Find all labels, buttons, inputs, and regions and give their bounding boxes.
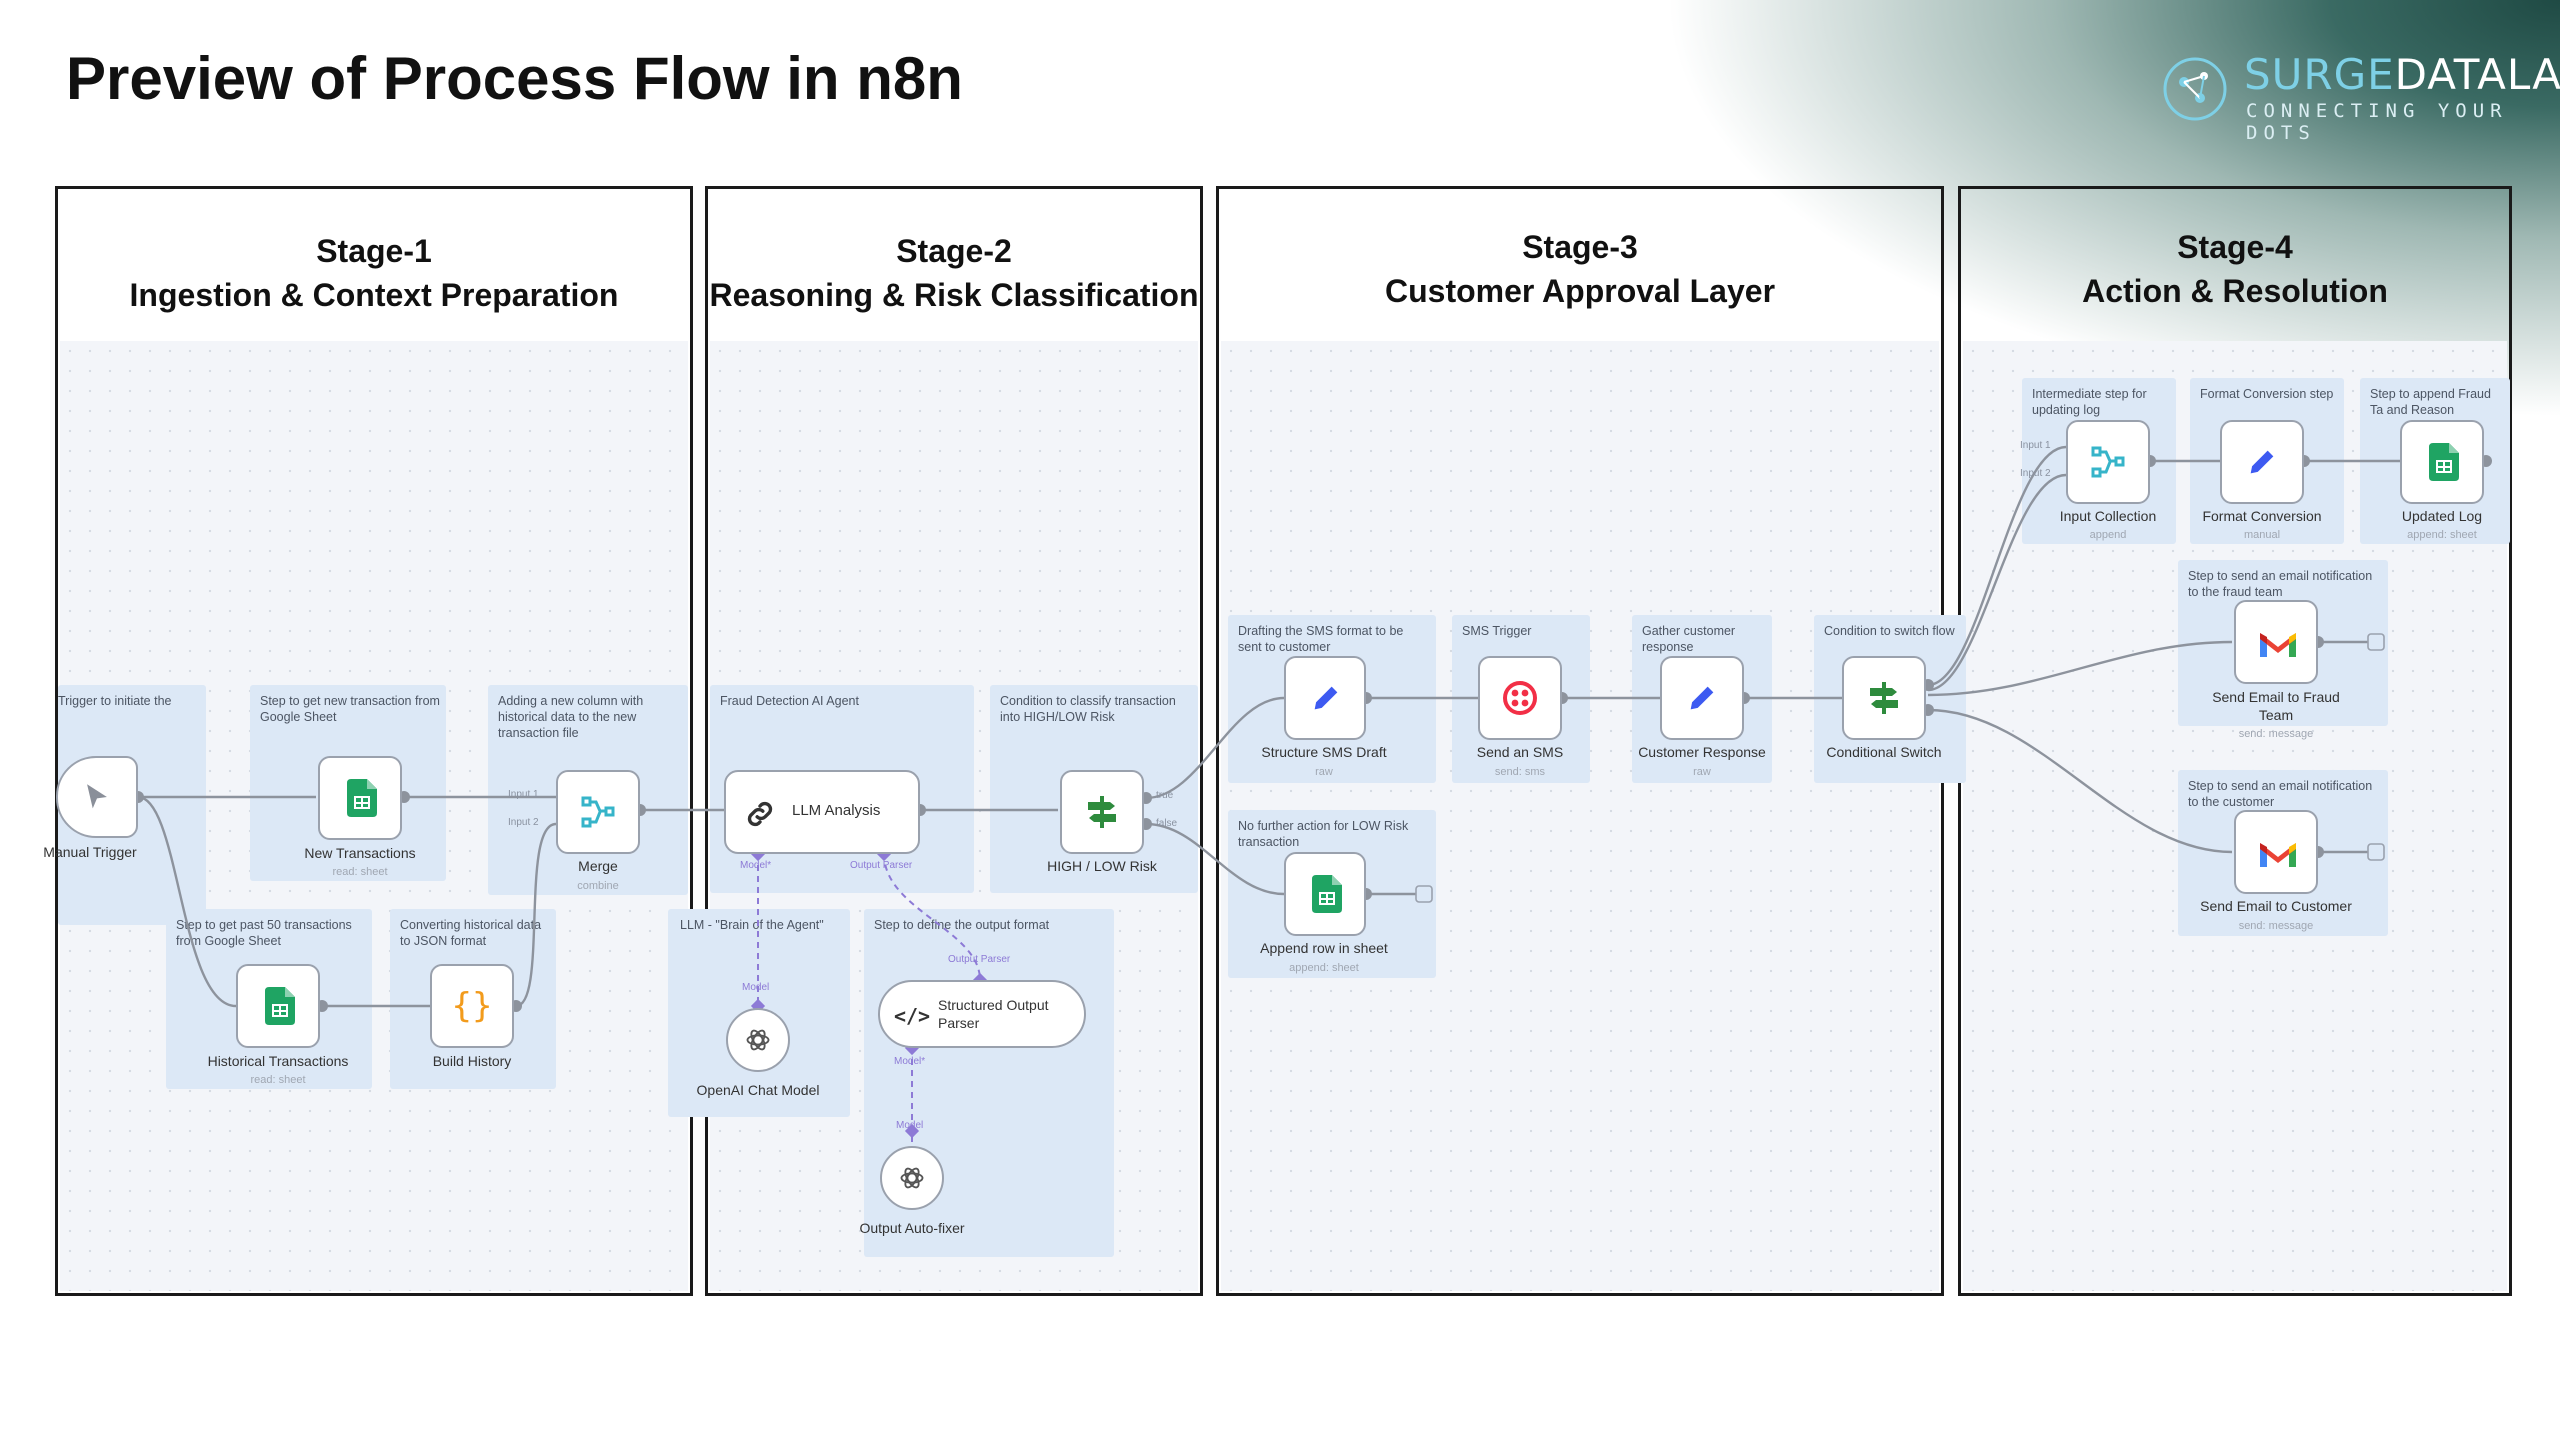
merge-input-2-label: Input 2 — [508, 817, 539, 828]
google-sheets-icon — [1306, 872, 1348, 916]
append-row-label: Append row in sheet — [1260, 940, 1388, 956]
customer-response-sub: raw — [1693, 766, 1711, 778]
historical-transactions-sub: read: sheet — [250, 1074, 306, 1086]
email-customer-sub: send: message — [2238, 920, 2314, 932]
merge-label: Merge — [578, 858, 618, 874]
risk-true-label: true — [1156, 790, 1174, 801]
new-transactions-node[interactable] — [318, 756, 402, 840]
email-customer-label: Send Email to Customer — [2200, 898, 2352, 914]
format-conversion-label: Format Conversion — [2202, 508, 2322, 524]
llm-model-port-label: Model* — [740, 860, 772, 871]
input-collection-sub: append — [2089, 529, 2127, 541]
structured-output-parser-label: Structured Output Parser — [938, 997, 1049, 1031]
send-sms-label: Send an SMS — [1476, 744, 1564, 760]
email-fraud-team-node[interactable] — [2234, 600, 2318, 684]
pen-icon — [2240, 440, 2284, 484]
historical-transactions-node[interactable] — [236, 964, 320, 1048]
logo-dots-icon — [2163, 57, 2227, 121]
logo: SURGEDATALAB CONNECTING YOUR DOTS — [2160, 48, 2560, 144]
openai-logo-icon — [896, 1162, 928, 1194]
email-fraud-team-sub: send: message — [2238, 728, 2314, 740]
llm-analysis-node[interactable]: LLM Analysis — [724, 770, 920, 854]
customer-response-node[interactable] — [1660, 656, 1744, 740]
output-autofixer-label: Output Auto-fixer — [859, 1220, 965, 1236]
link-chain-icon — [740, 794, 780, 834]
append-row-sub: append: sheet — [1289, 962, 1359, 974]
merge-icon — [2086, 440, 2130, 484]
structure-sms-draft-node[interactable] — [1284, 656, 1366, 740]
input-collection-node[interactable] — [2066, 420, 2150, 504]
signpost-icon — [1080, 790, 1124, 834]
google-sheets-icon — [340, 776, 384, 820]
send-sms-node[interactable] — [1478, 656, 1562, 740]
note-new-transactions: Step to get new transaction from Google … — [250, 685, 446, 881]
twilio-icon — [1500, 678, 1540, 718]
gmail-icon — [2254, 834, 2302, 874]
merge-input-1-label: Input 1 — [508, 789, 539, 800]
logo-name: SURGEDATALAB — [2244, 50, 2560, 99]
google-sheets-icon — [2422, 440, 2466, 484]
structure-sms-draft-label: Structure SMS Draft — [1261, 744, 1387, 760]
updated-log-label: Updated Log — [2401, 508, 2483, 524]
page-title: Preview of Process Flow in n8n — [66, 45, 963, 112]
risk-switch-label: HIGH / LOW Risk — [1047, 858, 1157, 874]
openai-chat-model-node[interactable] — [726, 1008, 790, 1072]
code-icon: </> — [893, 1004, 931, 1028]
risk-false-label: false — [1156, 818, 1178, 829]
new-transactions-sub: read: sheet — [332, 866, 388, 878]
build-history-node[interactable]: {} — [430, 964, 514, 1048]
updated-log-node[interactable] — [2400, 420, 2484, 504]
openai-port-label: Model — [742, 982, 770, 993]
parser-model-port-label: Model* — [894, 1056, 926, 1067]
manual-trigger-node[interactable] — [56, 756, 138, 838]
output-autofixer-node[interactable] — [880, 1146, 944, 1210]
merge-node[interactable] — [556, 770, 640, 854]
llm-parser-port-label: Output Parser — [850, 860, 913, 871]
customer-response-label: Customer Response — [1638, 744, 1766, 760]
conditional-switch-label: Conditional Switch — [1826, 744, 1942, 760]
format-conversion-sub: manual — [2243, 529, 2281, 541]
pen-icon — [1680, 676, 1724, 720]
structure-sms-draft-sub: raw — [1315, 766, 1333, 778]
signpost-icon — [1862, 676, 1906, 720]
email-fraud-team-label: Send Email to Fraud Team — [2212, 689, 2340, 723]
input-collection-in2-label: Input 2 — [2020, 468, 2051, 479]
conditional-switch-node[interactable] — [1842, 656, 1926, 740]
risk-switch-node[interactable] — [1060, 770, 1144, 854]
historical-transactions-label: Historical Transactions — [207, 1053, 349, 1069]
structured-output-parser-node[interactable]: </> Structured Output Parser — [878, 980, 1086, 1048]
manual-trigger-label: Manual Trigger — [43, 844, 137, 860]
openai-chat-model-label: OpenAI Chat Model — [696, 1082, 820, 1098]
google-sheets-icon — [258, 984, 302, 1028]
merge-icon — [576, 790, 620, 834]
email-customer-node[interactable] — [2234, 810, 2318, 894]
llm-analysis-label: LLM Analysis — [792, 802, 881, 819]
openai-logo-icon — [742, 1024, 774, 1056]
append-row-node[interactable] — [1284, 852, 1366, 936]
input-collection-in1-label: Input 1 — [2020, 440, 2051, 451]
pen-icon — [1304, 676, 1348, 720]
gmail-icon — [2254, 624, 2302, 664]
json-braces-icon: {} — [451, 986, 493, 1026]
updated-log-sub: append: sheet — [2407, 529, 2477, 541]
format-conversion-node[interactable] — [2220, 420, 2304, 504]
new-transactions-label: New Transactions — [304, 845, 416, 861]
parser-top-port-label: Output Parser — [948, 954, 1011, 965]
input-collection-label: Input Collection — [2059, 508, 2157, 524]
cursor-icon — [72, 772, 122, 822]
send-sms-sub: send: sms — [1494, 766, 1546, 778]
build-history-label: Build History — [432, 1053, 512, 1069]
autofixer-port-label: Model — [896, 1120, 924, 1131]
merge-sub: combine — [577, 880, 619, 892]
logo-tagline: CONNECTING YOUR DOTS — [2246, 100, 2508, 144]
